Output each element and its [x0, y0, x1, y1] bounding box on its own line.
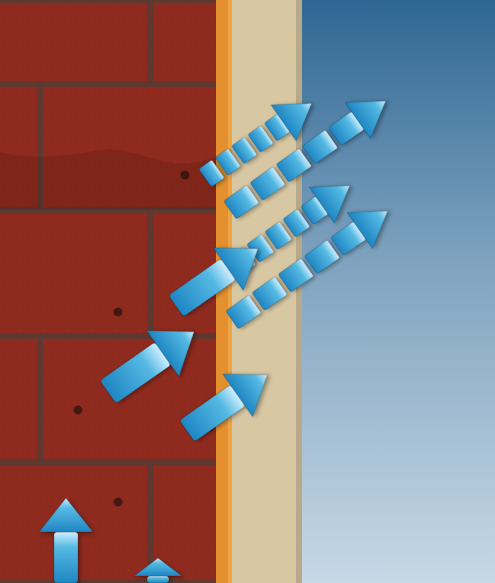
- arrow-shaft: [147, 576, 169, 583]
- brick-pore: [74, 406, 83, 415]
- brick-pore: [114, 308, 123, 317]
- insulation-edge: [296, 0, 302, 583]
- brick-pore: [114, 498, 123, 507]
- arrow-shaft: [54, 532, 78, 583]
- exterior-air: [302, 0, 495, 583]
